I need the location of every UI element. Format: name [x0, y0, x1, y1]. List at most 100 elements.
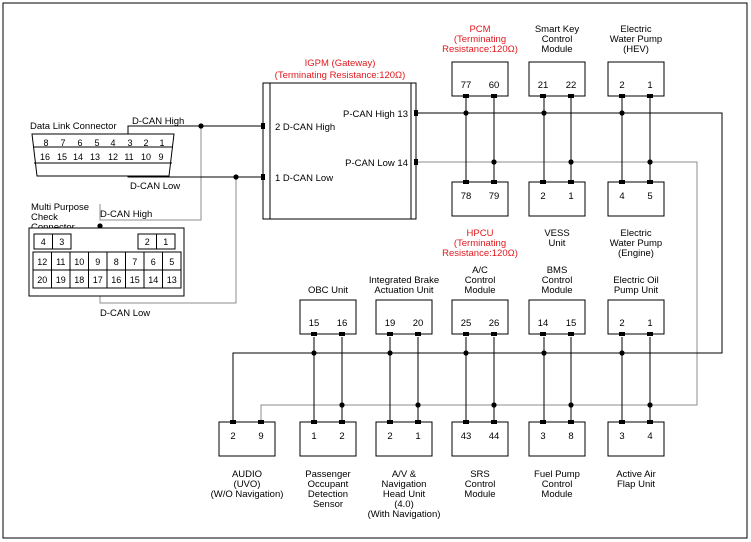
module-pin: 2 [619, 318, 624, 329]
module-name: PCM [469, 24, 490, 35]
module-name: BMS [547, 265, 568, 276]
igpm-pin-dcan-low: 1 D-CAN Low [275, 173, 333, 184]
module-name: Control [465, 275, 496, 286]
module-name: Control [542, 479, 573, 490]
module-pin: 26 [489, 318, 500, 329]
dlc-pin: 4 [110, 138, 115, 148]
module-name: (Terminating [454, 34, 506, 45]
module-pin: 22 [566, 80, 577, 91]
module-pin: 3 [540, 431, 545, 442]
module-name: Electric [620, 228, 651, 239]
module-pin: 15 [309, 318, 320, 329]
dlc-pin: 13 [90, 152, 100, 162]
dlc-title: Data Link Connector [30, 121, 117, 132]
dlc-pin: 8 [43, 138, 48, 148]
module-name: Fuel Pump [534, 469, 580, 480]
dlc-pin: 1 [159, 138, 164, 148]
module-name: Resistance:120Ω) [442, 44, 518, 55]
module-name: Actuation Unit [374, 285, 434, 296]
mpcc-pin: 2 [145, 237, 150, 247]
module-pin: 19 [385, 318, 396, 329]
module-name: Control [542, 275, 573, 286]
dlc-pin: 14 [73, 152, 83, 162]
module-name: (Engine) [618, 248, 654, 259]
dlc-pin: 15 [57, 152, 67, 162]
module-name: Flap Unit [617, 479, 655, 490]
mpcc-pin: 5 [169, 257, 174, 267]
module-name: Sensor [313, 499, 343, 510]
module-name: (UVO) [234, 479, 261, 490]
igpm-pin-dcan-high: 2 D-CAN High [275, 122, 335, 133]
module-name: (W/O Navigation) [211, 489, 284, 500]
module-pin: 1 [311, 431, 316, 442]
module-name: SRS [470, 469, 490, 480]
igpm-title: IGPM (Gateway) [305, 58, 376, 69]
igpm-pin-pcan-low: P-CAN Low 14 [345, 158, 408, 169]
module-name: OBC Unit [308, 285, 348, 296]
module-name: AUDIO [232, 469, 262, 480]
module-name: Passenger [305, 469, 350, 480]
module-name: Active Air [616, 469, 656, 480]
module-pin: 15 [566, 318, 577, 329]
dlc-pin: 3 [127, 138, 132, 148]
module-name: Control [465, 479, 496, 490]
dlc-pin: 11 [124, 152, 133, 162]
module-pin: 2 [387, 431, 392, 442]
dlc-pin: 9 [158, 152, 163, 162]
module-pin: 1 [568, 191, 573, 202]
mpcc-title-1: Multi Purpose [31, 202, 89, 213]
mpcc-pin: 15 [130, 275, 140, 285]
module-pin: 5 [647, 191, 652, 202]
module-name: Head Unit [383, 489, 426, 500]
module-name: Occupant [308, 479, 349, 490]
mpcc-pin: 18 [74, 275, 84, 285]
mpcc-pin: 4 [41, 237, 46, 247]
igpm-gateway: IGPM (Gateway) (Terminating Resistance:1… [261, 58, 418, 220]
module-pin: 4 [647, 431, 652, 442]
module-name: Module [541, 44, 572, 55]
module-pin: 2 [619, 80, 624, 91]
junction-dots [97, 110, 653, 408]
module-pin: 3 [619, 431, 624, 442]
module-name: Unit [549, 238, 566, 249]
mpcc-pin: 11 [56, 257, 65, 267]
module-pin: 25 [461, 318, 472, 329]
mpcc-pin: 12 [37, 257, 47, 267]
mpcc-title-2: Check [31, 212, 58, 223]
module-name: Electric [620, 24, 651, 35]
wire-label-dcan-high-mid: D-CAN High [100, 209, 152, 220]
dlc-pin: 6 [77, 138, 82, 148]
mpcc-pin: 13 [167, 275, 177, 285]
module-name: A/V & [392, 469, 417, 480]
module-pin: 60 [489, 80, 500, 91]
dlc-pin: 12 [108, 152, 118, 162]
module-pin: 2 [540, 191, 545, 202]
module-name: Smart Key [535, 24, 580, 35]
wire-label-dcan-low-bottom: D-CAN Low [100, 308, 150, 319]
module-name: Navigation [382, 479, 427, 490]
dlc-pin: 16 [40, 152, 50, 162]
module-pin: 43 [461, 431, 472, 442]
module-name: Module [541, 285, 572, 296]
mpcc-pin: 8 [114, 257, 119, 267]
module-name: Water Pump [610, 238, 662, 249]
module-name: VESS [544, 228, 569, 239]
module-name: Module [464, 489, 495, 500]
module-name: (With Navigation) [368, 509, 441, 520]
module-pin: 2 [230, 431, 235, 442]
module-pin: 1 [647, 318, 652, 329]
module-name: Control [542, 34, 573, 45]
module-name: Module [541, 489, 572, 500]
module-pin: 2 [339, 431, 344, 442]
